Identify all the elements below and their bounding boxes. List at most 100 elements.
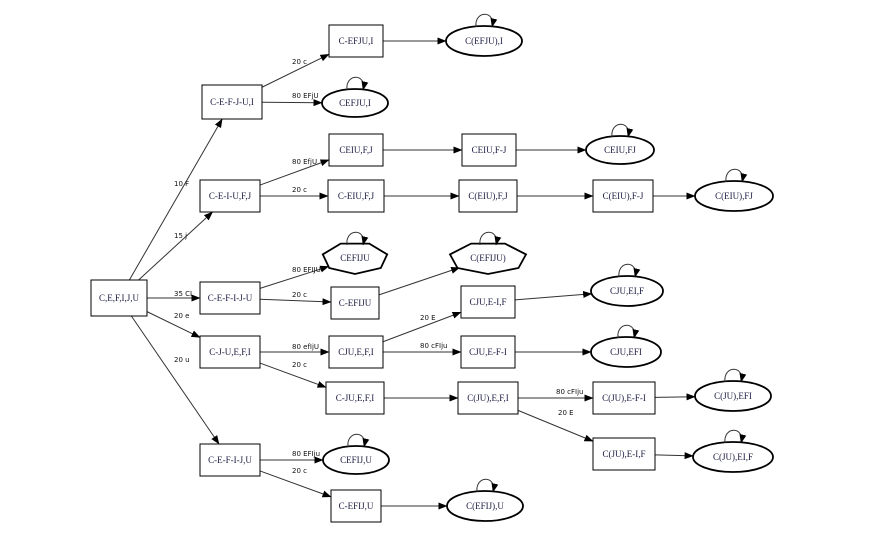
node-box: C(EIU),F-J [592,179,654,213]
node-shape [590,275,664,307]
node-box: C-E-F-I-J-U [199,281,261,315]
edge-n15-n16 [378,267,461,296]
node-label: C(EFJU),I [465,36,503,46]
edge-n1-n2 [261,53,330,88]
node-label: CJU,E,F,I [338,347,374,357]
node-label: C-JU,E,F,I [336,393,375,403]
node-label: C-E-F-I-J,U [208,455,252,465]
edge-n25-n26 [654,393,696,401]
node-shape [585,135,655,165]
self-loop-edge [724,429,747,444]
node-label: C,E,F,I,J,U [99,293,140,303]
node-ellipse: CEFJU,I [321,76,389,118]
node-heptagon: CEFIJU [321,231,389,275]
node-label: CEFIJ,U [340,455,372,465]
node-ellipse: CEIU,FJ [585,123,655,165]
node-label: C-EFIJU [339,298,372,308]
node-box: C-EFIJ,U [330,489,382,523]
node-box: C-EFJU,I [328,24,384,58]
node-shape [321,88,389,118]
edge-n0-n5 [138,211,213,281]
self-loop-edge [475,13,498,28]
node-shape [592,381,656,415]
self-loop-edge [479,231,502,246]
node-label: CEIU,F,J [339,145,373,155]
node-label: C(EFIJ),U [466,501,504,511]
edge-n13-n15 [259,298,332,306]
node-shape [201,84,263,120]
node-ellipse: C(JU),EI,F [692,429,774,473]
node-box: C(JU),E-I,F [592,437,656,471]
edge-label: 80 EFIJU [292,266,321,274]
node-label: C-E-F-J-U,I [210,97,254,107]
edge-label: 20 c [292,291,307,299]
node-shape [692,441,774,473]
node-ellipse: CJU,EFI [590,324,662,368]
edge-label: 80 efIjU [292,343,319,351]
edge-label: 15 j [174,232,187,240]
node-label: CEFIJU [340,253,370,263]
edge-label: 20 E [420,314,436,322]
node-shape [199,335,261,369]
edge-n24-n27 [517,409,594,442]
node-shape [199,443,261,477]
node-label: CJU,EFI [610,347,642,357]
node-label: C(EIU),FJ [715,191,753,201]
node-shape [694,380,772,412]
edge-label: 80 EFjU [292,92,319,100]
node-box: CJU,E,F,I [328,335,384,369]
node-label: C-EFIJ,U [339,501,374,511]
node-label: C(JU),EFI [714,391,752,401]
node-label: C(JU),E,F,I [467,393,509,403]
node-box: C-EFIJU [330,286,380,320]
edge-label: 20 c [292,467,307,475]
nodes: C,E,F,I,J,U C-E-F-J-U,I C-EFJU,I C(EFJU),I C… [90,13,774,523]
node-ellipse: C(EFIJ),U [446,478,524,522]
node-box: C-E-F-I-J,U [199,443,261,477]
node-ellipse: CJU,EI,F [590,263,664,307]
node-label: C(EIU),F-J [603,191,644,201]
node-label: CEFJU,I [339,98,371,108]
node-label: CEIU,F-J [472,145,507,155]
edge-n29-n31 [259,470,332,498]
node-box: C,E,F,I,J,U [90,279,148,317]
node-shape [328,133,384,167]
node-label: C(JU),E-F-I [602,393,646,403]
node-label: C(EFIJU) [470,253,506,263]
edge-label: 80 cFIju [556,388,583,396]
node-shape [199,281,261,315]
self-loop-edge [476,478,499,493]
node-label: CJU,EI,F [610,286,644,296]
edge-label: 20 c [292,361,307,369]
node-ellipse: C(EIU),FJ [694,168,774,212]
edge-label: 20 e [174,312,189,320]
edge-label: 80 cFIju [420,342,447,350]
edge-n13-n14 [259,265,330,289]
node-shape [90,279,148,317]
node-shape [328,335,384,369]
node-shape [330,489,382,523]
node-shape [448,242,528,275]
node-label: C(EIU),F,J [468,191,508,201]
node-shape [445,25,523,57]
edge-n0-n1 [128,118,223,281]
node-shape [590,336,662,368]
node-label: C-J-U,E,F,I [209,347,251,357]
node-box: CJU,E-F-I [460,335,516,369]
node-box: C(EIU),F,J [458,179,518,213]
node-ellipse: C(EFJU),I [445,13,523,57]
node-box: C-E-I-U,F,J [199,179,261,213]
node-label: CEIU,FJ [604,145,636,155]
node-shape [592,179,654,213]
node-shape [321,242,389,275]
node-shape [592,437,656,471]
node-box: C-E-F-J-U,I [201,84,263,120]
node-shape [199,179,261,213]
node-shape [694,180,774,212]
node-label: CJU,E-F-I [469,347,507,357]
self-loop-edge [346,76,369,91]
self-loop-edge [617,324,640,339]
self-loop-edge [724,368,747,383]
node-shape [446,490,524,522]
